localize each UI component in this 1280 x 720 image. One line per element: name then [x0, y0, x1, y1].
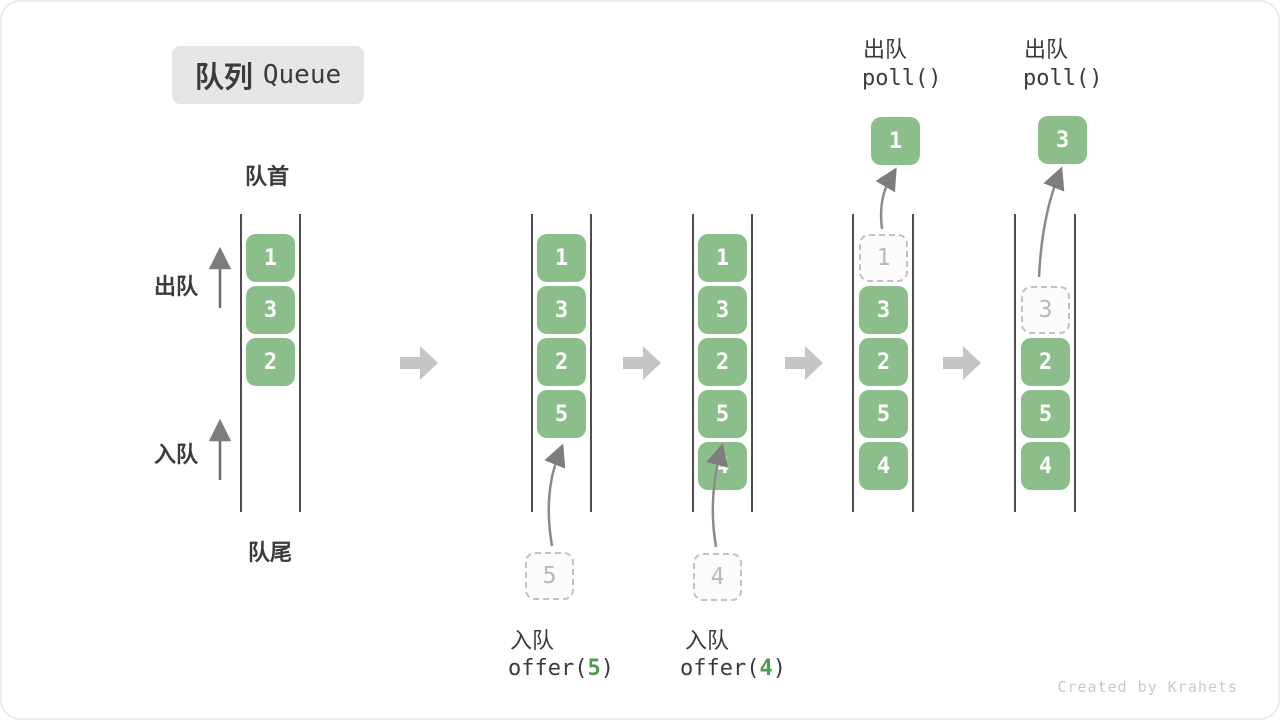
incoming-element: 4 — [693, 553, 742, 601]
queue-wall-right — [590, 214, 592, 512]
dequeue-annotation-code: poll() — [862, 66, 942, 91]
code-op: offer( — [680, 656, 760, 681]
code-op: offer( — [508, 656, 588, 681]
popped-element: 1 — [871, 117, 920, 165]
queue-element: 2 — [698, 338, 747, 386]
enqueue-annotation-label: 入队 — [510, 628, 555, 653]
queue-element: 5 — [537, 390, 586, 438]
queue-wall-left — [240, 214, 242, 512]
queue-element: 1 — [698, 234, 747, 282]
queue-element: 5 — [859, 390, 908, 438]
queue-element: 5 — [698, 390, 747, 438]
transition-arrow-icon — [785, 346, 823, 380]
queue-wall-left — [1014, 214, 1016, 512]
queue-element: 2 — [246, 338, 295, 386]
dequeue-side-label: 出队 — [154, 274, 199, 299]
queue-element: 3 — [859, 286, 908, 334]
queue-element: 2 — [1021, 338, 1070, 386]
queue-wall-left — [531, 214, 533, 512]
queue-front-label: 队首 — [245, 164, 290, 189]
enqueue-side-label: 入队 — [154, 442, 199, 467]
enqueue-annotation-code: offer(4) — [680, 656, 786, 681]
queue-rear-label: 队尾 — [248, 540, 293, 565]
queue-element: 4 — [1021, 442, 1070, 490]
removed-element-placeholder: 1 — [859, 234, 908, 282]
transition-arrow-icon — [623, 346, 661, 380]
removed-element-placeholder: 3 — [1021, 286, 1070, 334]
queue-element: 4 — [698, 442, 747, 490]
enqueue-annotation-code: offer(5) — [508, 656, 614, 681]
queue-wall-left — [852, 214, 854, 512]
transition-arrow-icon — [943, 346, 981, 380]
title-box: 队列 Queue — [172, 46, 364, 104]
queue-element: 3 — [246, 286, 295, 334]
dequeue-annotation-label: 出队 — [863, 37, 908, 62]
title-english: Queue — [262, 60, 342, 90]
code-close: ) — [772, 656, 786, 681]
queue-wall-right — [1074, 214, 1076, 512]
title-chinese: 队列 — [194, 62, 253, 94]
credit-text: Created by Krahets — [1057, 678, 1238, 696]
code-close: ) — [600, 656, 614, 681]
queue-element: 3 — [698, 286, 747, 334]
queue-element: 2 — [859, 338, 908, 386]
dequeue-annotation-label: 出队 — [1024, 37, 1069, 62]
code-arg: 4 — [759, 656, 773, 681]
transition-arrow-icon — [400, 346, 438, 380]
popped-element: 3 — [1038, 116, 1087, 164]
enqueue-5-arrow-icon — [544, 443, 566, 547]
dequeue-1-arrow-icon — [875, 167, 897, 230]
enqueue-annotation-label: 入队 — [685, 628, 730, 653]
dequeue-annotation-code: poll() — [1023, 66, 1103, 91]
queue-wall-left — [692, 214, 694, 512]
queue-element: 2 — [537, 338, 586, 386]
queue-element: 4 — [859, 442, 908, 490]
dequeue-3-arrow-icon — [1037, 166, 1065, 278]
queue-wall-right — [299, 214, 301, 512]
incoming-element: 5 — [525, 552, 574, 600]
queue-wall-right — [751, 214, 753, 512]
code-arg: 5 — [587, 656, 601, 681]
queue-element: 1 — [246, 234, 295, 282]
queue-element: 5 — [1021, 390, 1070, 438]
queue-wall-right — [912, 214, 914, 512]
queue-element: 3 — [537, 286, 586, 334]
queue-element: 1 — [537, 234, 586, 282]
